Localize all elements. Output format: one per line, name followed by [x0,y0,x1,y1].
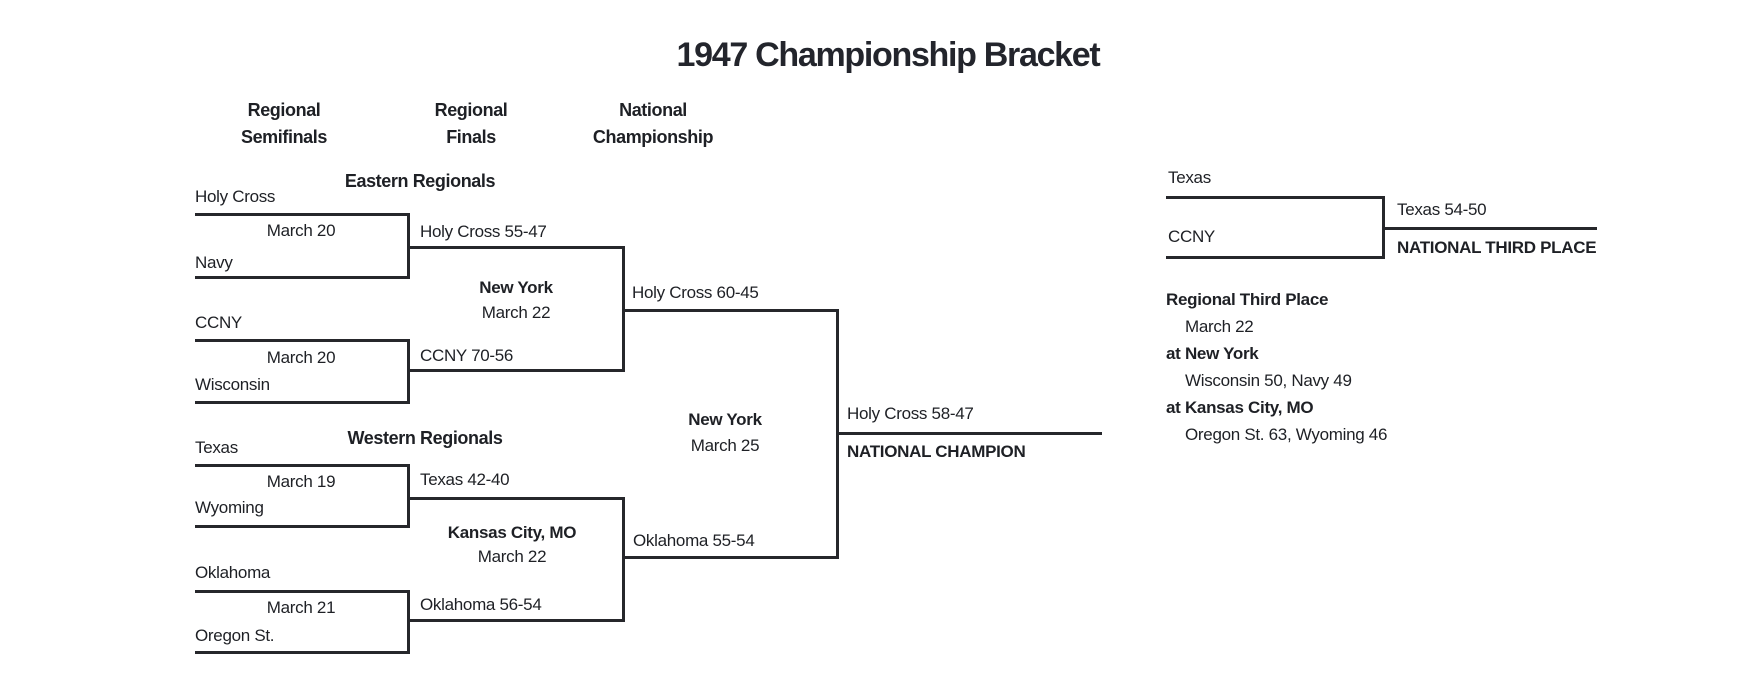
team-label-navy: Navy [195,253,233,272]
section-header-western-regionals: Western Regionals [347,428,503,448]
line-championship-top [622,309,839,312]
line-third-place-top [1166,196,1385,199]
line-east-sf2-top [195,339,410,342]
team-label-oregon-st: Oregon St. [195,626,275,645]
result-label-third-place: Texas 54-50 [1397,200,1487,219]
result-label-west-1: Texas 42-40 [420,470,510,489]
result-label-west-2: Oklahoma 56-54 [420,595,542,614]
game-date-east-2: March 20 [266,348,336,367]
national-third-place-label: NATIONAL THIRD PLACE [1397,238,1597,257]
column-header-national-championship: National Championship [553,97,753,151]
team-label-texas: Texas [195,438,238,457]
team-label-wisconsin: Wisconsin [195,375,270,394]
column-header-regional-finals: Regional Finals [371,97,571,151]
column-header-line: Semifinals [240,127,328,147]
team-label-oklahoma: Oklahoma [195,563,271,582]
result-label-eastern-final: Holy Cross 60-45 [632,283,759,302]
regional-third-place-site-1: at New York [1166,344,1259,363]
line-west-final-bottom [407,619,625,622]
column-header-line: Regional [247,100,321,120]
column-header-line: Finals [446,127,496,147]
regional-third-place-site-2: at Kansas City, MO [1166,398,1314,417]
regional-third-place-date: March 22 [1185,317,1254,336]
line-east-sf1-bottom [195,276,410,279]
team-label-ccny-third-place: CCNY [1168,227,1215,246]
connector-west-sf1 [407,464,410,528]
line-east-sf1-top [195,213,410,216]
venue-label-championship: New York [688,410,762,429]
venue-label-eastern-final: New York [479,278,553,297]
line-east-final-bottom [407,369,625,372]
column-header-line: Championship [592,127,714,147]
line-east-final-top [407,246,625,249]
line-east-sf2-bottom [195,401,410,404]
national-champion-label: NATIONAL CHAMPION [847,442,1026,461]
column-header-regional-semifinals: Regional Semifinals [184,97,384,151]
line-west-sf1-top [195,464,410,467]
connector-west-sf2 [407,590,410,654]
line-third-place-bottom [1166,256,1385,259]
page-title: 1947 Championship Bracket [676,36,1101,74]
result-label-western-final: Oklahoma 55-54 [633,531,755,550]
line-national-third-place [1382,227,1597,230]
game-date-west-1: March 19 [266,472,336,491]
column-header-line: Regional [434,100,508,120]
regional-third-place-result-2: Oregon St. 63, Wyoming 46 [1185,425,1388,444]
line-west-sf2-bottom [195,651,410,654]
line-west-sf1-bottom [195,525,410,528]
team-label-ccny: CCNY [195,313,242,332]
team-label-wyoming: Wyoming [195,498,264,517]
result-label-east-1: Holy Cross 55-47 [420,222,547,241]
column-header-line: National [619,100,687,120]
team-label-holy-cross: Holy Cross [195,187,276,206]
line-west-sf2-top [195,590,410,593]
regional-third-place-header: Regional Third Place [1166,290,1329,309]
venue-date-championship: March 25 [690,436,760,455]
venue-date-eastern-final: March 22 [481,303,551,322]
regional-third-place-result-1: Wisconsin 50, Navy 49 [1185,371,1352,390]
venue-label-western-final: Kansas City, MO [447,523,577,542]
line-west-final-top [407,497,625,500]
venue-date-western-final: March 22 [477,547,547,566]
section-header-eastern-regionals: Eastern Regionals [344,171,496,191]
team-label-texas-third-place: Texas [1168,168,1211,187]
line-national-champion [836,432,1102,435]
line-championship-bottom [622,556,839,559]
result-label-championship: Holy Cross 58-47 [847,404,974,423]
connector-west-final [622,497,625,622]
game-date-east-1: March 20 [266,221,336,240]
result-label-east-2: CCNY 70-56 [420,346,514,365]
game-date-west-2: March 21 [266,598,336,617]
